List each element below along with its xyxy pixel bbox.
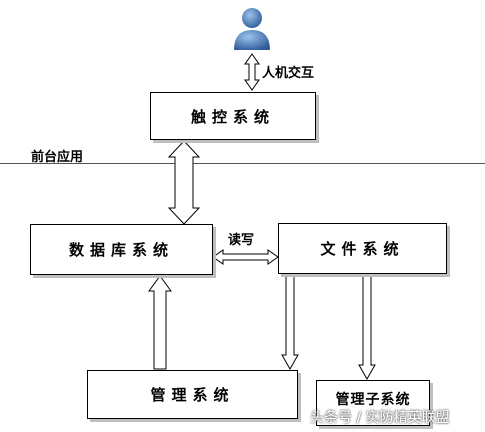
watermark: 头条号 / 实防精英联盟 bbox=[310, 410, 450, 426]
management-system-box: 管理系统 bbox=[87, 370, 298, 419]
user-icon bbox=[234, 8, 270, 50]
user-touch-arrow bbox=[244, 53, 260, 91]
management-subsystem-box: 管理子系统 bbox=[316, 380, 430, 426]
front-app-label: 前台应用 bbox=[31, 150, 84, 165]
management-database-arrow bbox=[148, 275, 172, 370]
touch-system-label: 触控系统 bbox=[190, 107, 275, 126]
database-file-arrow bbox=[212, 249, 279, 265]
human-interaction-label: 人机交互 bbox=[262, 66, 315, 81]
management-system-label: 管理系统 bbox=[150, 386, 235, 404]
file-system-label: 文件系统 bbox=[320, 240, 405, 258]
database-system-label: 数据库系统 bbox=[68, 241, 174, 259]
read-write-label: 读写 bbox=[228, 233, 255, 248]
touch-system-box: 触控系统 bbox=[150, 92, 316, 140]
management-subsystem-label: 管理子系统 bbox=[335, 392, 411, 408]
database-system-box: 数据库系统 bbox=[30, 224, 213, 275]
file-management-arrow bbox=[281, 273, 299, 371]
touch-database-arrow bbox=[167, 140, 201, 225]
front-app-divider bbox=[0, 163, 485, 164]
file-system-box: 文件系统 bbox=[278, 223, 447, 274]
file-subsystem-arrow bbox=[358, 273, 376, 381]
